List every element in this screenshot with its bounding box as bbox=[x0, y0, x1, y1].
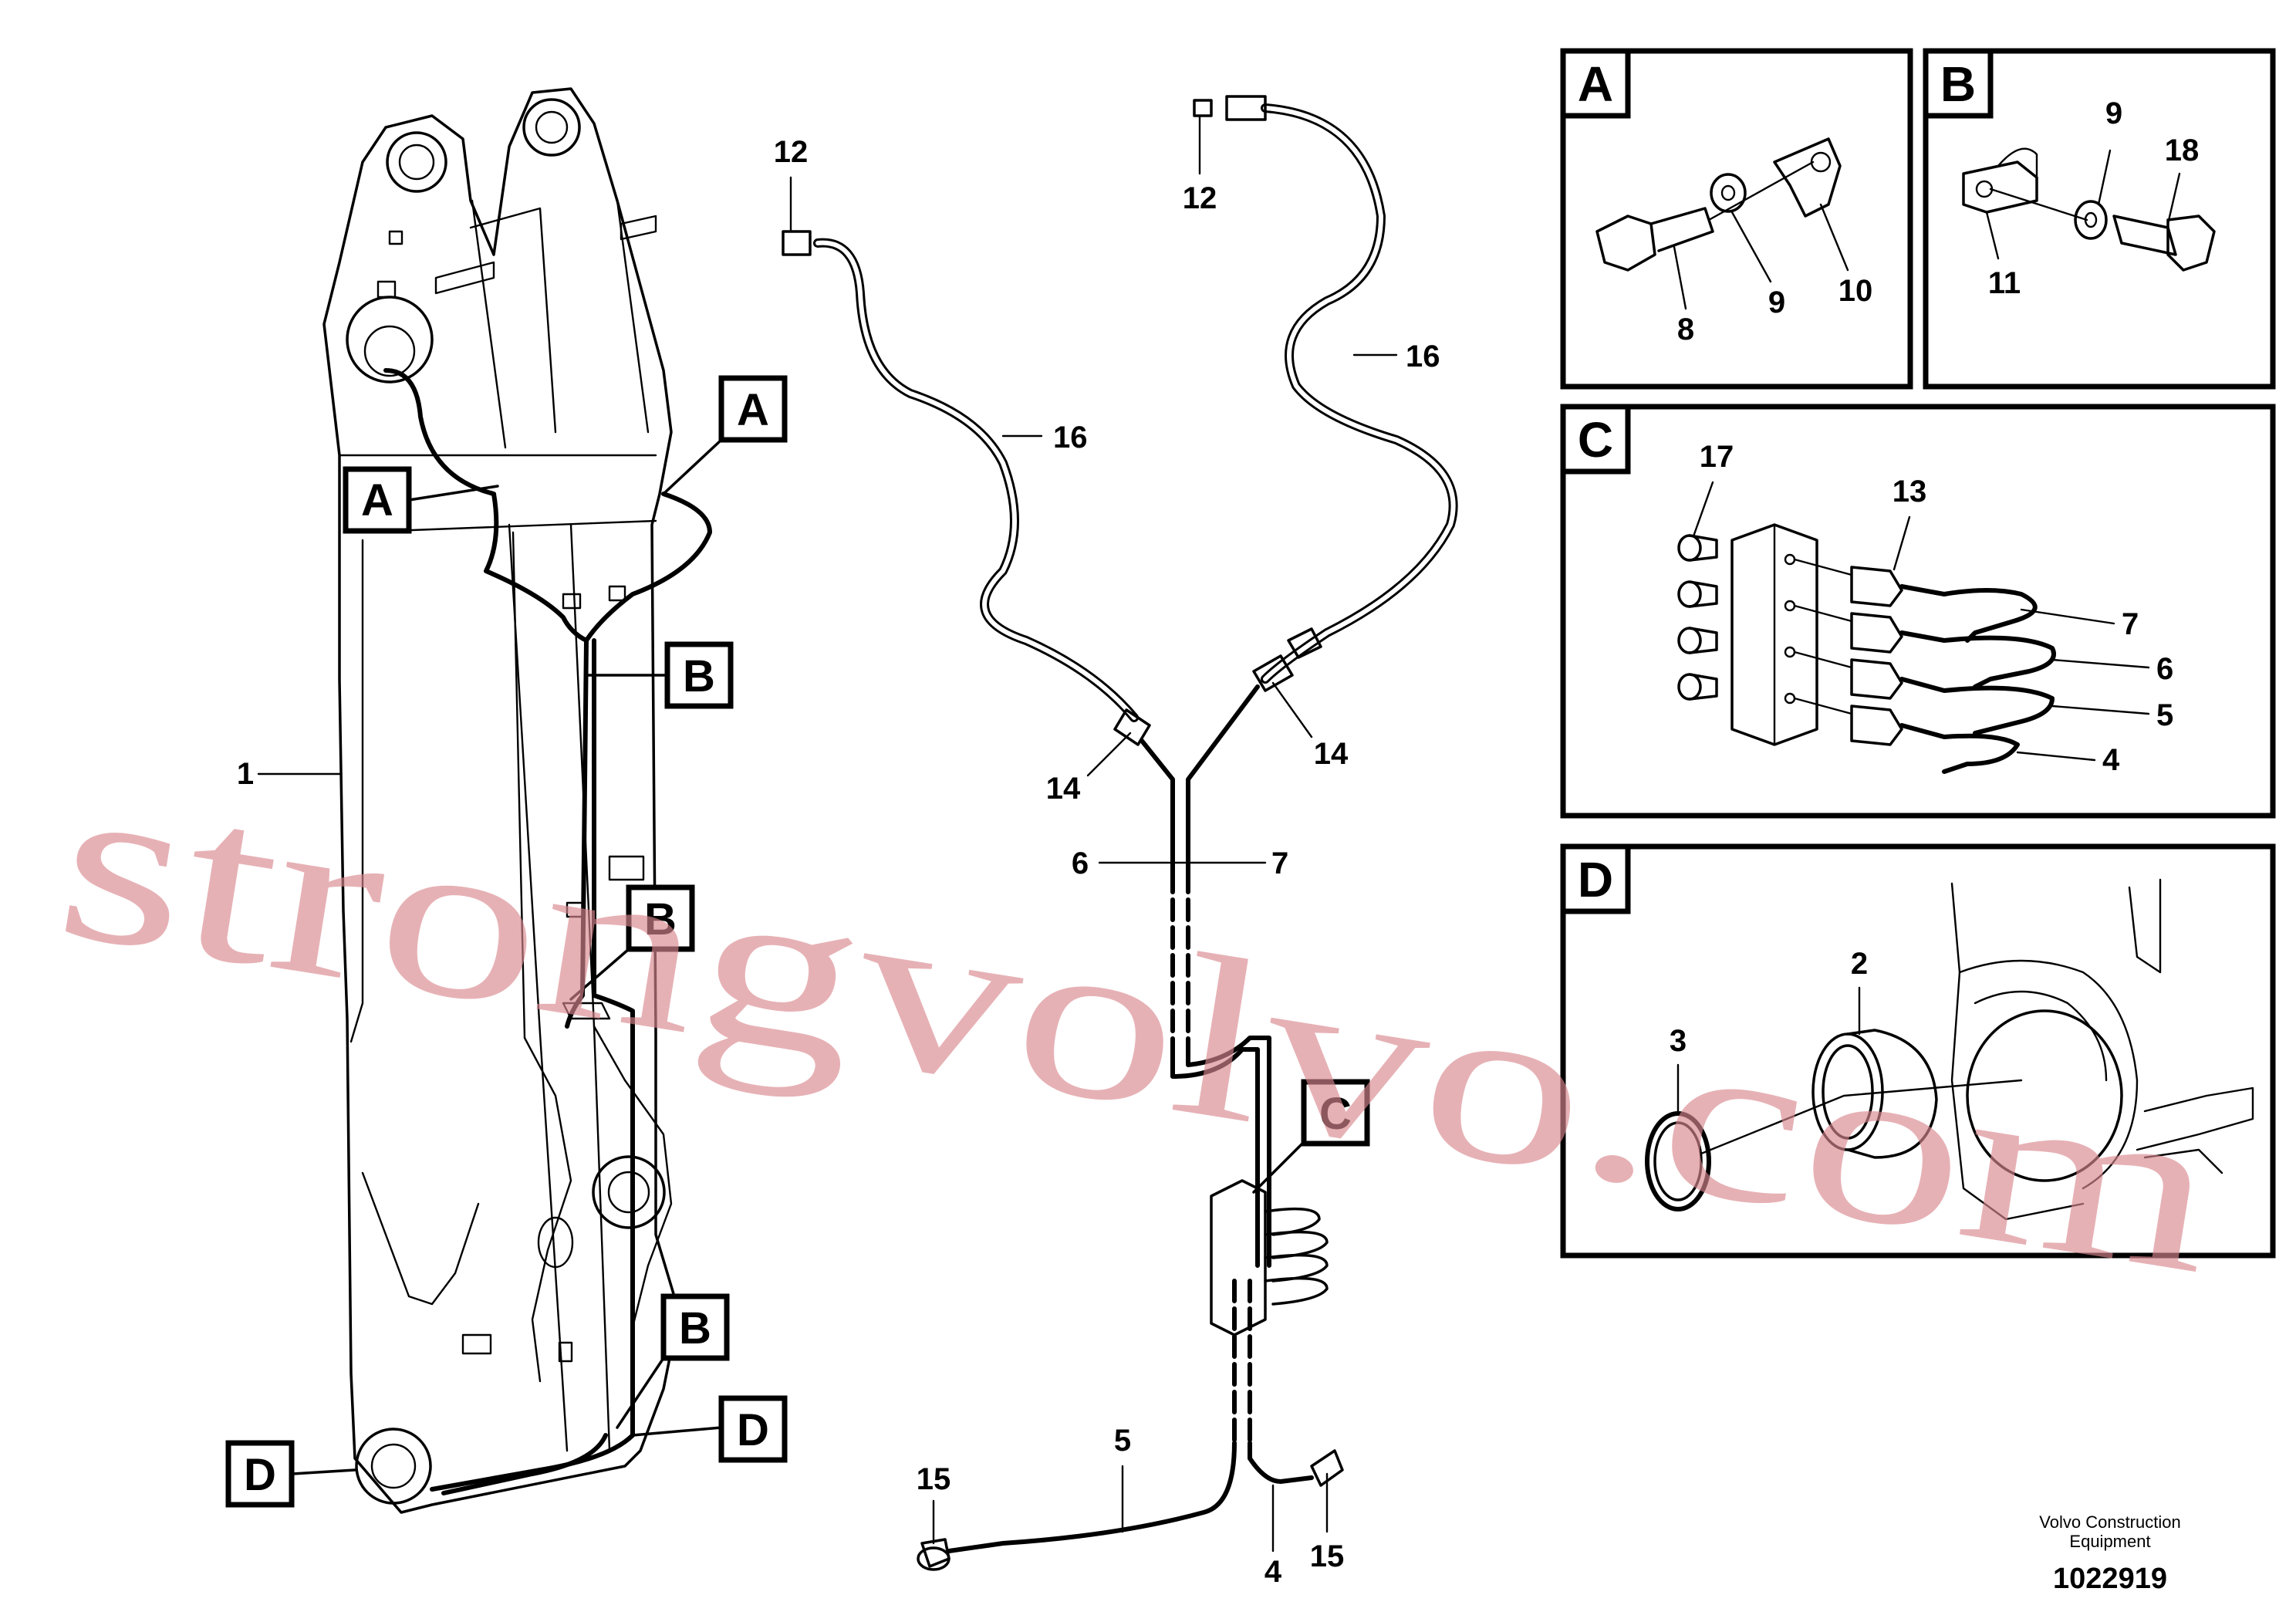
part-label-4: 4 bbox=[1264, 1555, 1282, 1589]
callout-D-left: D bbox=[244, 1450, 276, 1500]
part-label-16-right: 16 bbox=[1406, 340, 1440, 373]
detail-A-label-10: 10 bbox=[1838, 274, 1873, 308]
detail-C-label-6: 6 bbox=[2156, 652, 2173, 686]
detail-panel-D: D 2 3 bbox=[1560, 843, 2276, 1259]
footer: Volvo Construction Equipment 1022919 bbox=[2039, 1512, 2180, 1595]
callout-C: C bbox=[1319, 1089, 1352, 1139]
part-label-12-right: 12 bbox=[1183, 181, 1217, 215]
part-label-15-right: 15 bbox=[1310, 1539, 1345, 1573]
detail-panel-A-title: A bbox=[1578, 56, 1613, 112]
detail-D-label-2: 2 bbox=[1851, 947, 1868, 981]
detail-C-label-4: 4 bbox=[2102, 743, 2120, 777]
detail-C-label-13: 13 bbox=[1893, 475, 1927, 509]
part-label-6: 6 bbox=[1072, 846, 1089, 880]
part-label-15-left: 15 bbox=[917, 1462, 951, 1496]
part-label-14-left: 14 bbox=[1046, 772, 1081, 806]
detail-C-right-fittings bbox=[1784, 553, 2056, 774]
detail-D-label-3: 3 bbox=[1670, 1024, 1687, 1058]
detail-B-label-18: 18 bbox=[2165, 133, 2200, 167]
detail-C-label-7: 7 bbox=[2122, 607, 2139, 641]
detail-panel-D-title: D bbox=[1578, 852, 1613, 907]
callout-A-left: A bbox=[361, 475, 393, 525]
detail-A-label-8: 8 bbox=[1677, 313, 1694, 346]
detail-B-label-9: 9 bbox=[2105, 96, 2122, 130]
detail-panel-B: B 11 9 18 bbox=[1923, 48, 2276, 390]
callout-A-right: A bbox=[737, 385, 769, 435]
detail-panel-C-title: C bbox=[1578, 412, 1613, 468]
callout-B-upper: B bbox=[683, 651, 715, 701]
hose-assembly bbox=[782, 95, 1458, 1571]
footer-company-line2: Equipment bbox=[2069, 1532, 2150, 1551]
part-label-12-left: 12 bbox=[774, 135, 809, 169]
detail-C-label-17: 17 bbox=[1700, 440, 1734, 474]
detail-C-label-5: 5 bbox=[2156, 698, 2173, 732]
detail-A-label-9: 9 bbox=[1768, 286, 1785, 319]
callout-D-right: D bbox=[737, 1405, 769, 1455]
part-label-14-right: 14 bbox=[1314, 737, 1349, 771]
detail-panel-A: A 8 9 10 bbox=[1560, 48, 1913, 390]
detail-panel-B-title: B bbox=[1940, 56, 1976, 112]
detail-B-label-11: 11 bbox=[1988, 266, 2021, 300]
part-label-16-left: 16 bbox=[1053, 421, 1088, 454]
callout-B-middle: B bbox=[644, 894, 677, 944]
part-label-7: 7 bbox=[1271, 846, 1288, 880]
footer-company-line1: Volvo Construction bbox=[2039, 1512, 2180, 1532]
arm-structure bbox=[322, 87, 712, 1514]
part-label-1: 1 bbox=[237, 757, 254, 791]
part-label-5: 5 bbox=[1114, 1424, 1131, 1458]
callout-B-lower: B bbox=[679, 1303, 711, 1353]
detail-panel-C: C 17 bbox=[1560, 404, 2276, 819]
part-labels: 12 12 16 16 14 14 6 7 1 5 4 15 15 bbox=[237, 116, 1440, 1589]
footer-doc-number: 1022919 bbox=[2053, 1563, 2167, 1595]
detail-C-left-fittings bbox=[1677, 534, 1718, 701]
callout-boxes: A A B B B D D C bbox=[225, 375, 1370, 1508]
